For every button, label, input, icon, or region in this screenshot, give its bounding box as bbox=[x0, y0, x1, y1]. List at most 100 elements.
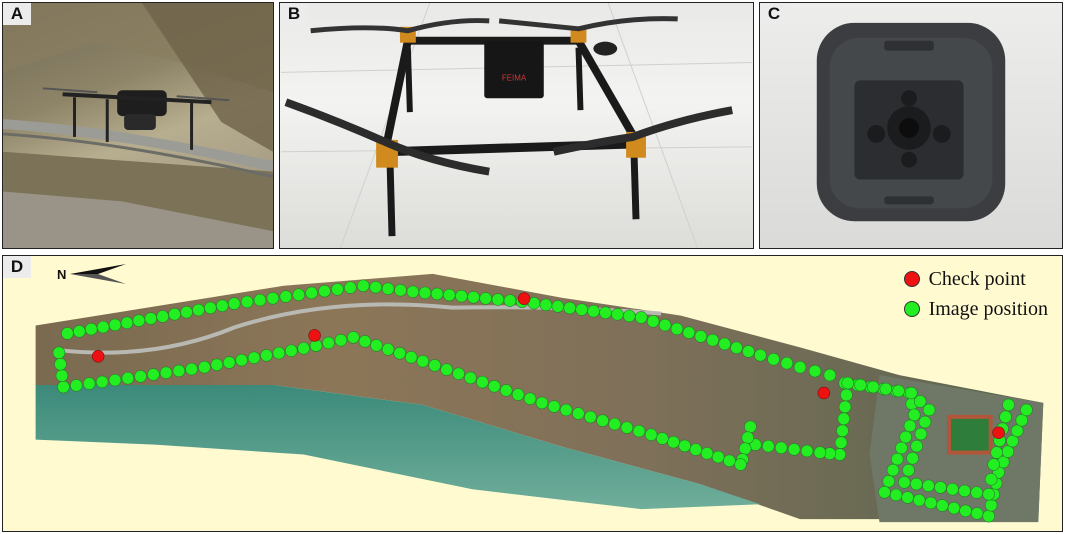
legend-item-check-point: Check point bbox=[903, 264, 1048, 294]
image-position-point bbox=[134, 370, 147, 383]
image-position-point bbox=[946, 482, 959, 496]
image-position-point bbox=[247, 351, 261, 365]
image-position-point bbox=[322, 336, 335, 350]
image-position-point bbox=[837, 412, 850, 426]
image-position-point bbox=[57, 380, 70, 394]
image-position-point bbox=[1015, 414, 1028, 427]
image-position-point bbox=[452, 367, 465, 380]
image-position-point bbox=[984, 498, 998, 512]
image-position-point bbox=[61, 327, 74, 340]
drone-brand-label: FEIMA bbox=[502, 73, 527, 82]
image-position-point bbox=[823, 368, 837, 382]
image-position-point bbox=[793, 360, 807, 374]
image-position-point bbox=[924, 496, 938, 510]
panel-a-drone-flight-photo: A bbox=[2, 2, 274, 249]
image-position-point bbox=[1010, 424, 1024, 437]
image-position-point bbox=[913, 395, 927, 408]
image-position-point bbox=[774, 441, 788, 455]
image-position-point bbox=[670, 322, 684, 336]
image-position-point bbox=[356, 279, 370, 293]
image-position-point bbox=[96, 320, 110, 334]
image-position-point bbox=[711, 450, 725, 464]
image-position-point bbox=[84, 322, 98, 336]
image-position-point bbox=[73, 325, 86, 338]
image-position-point bbox=[539, 298, 553, 312]
image-position-point bbox=[902, 463, 915, 477]
legend-item-image-position: Image position bbox=[903, 294, 1048, 324]
image-position-point bbox=[369, 281, 382, 294]
image-position-point bbox=[559, 403, 573, 417]
image-position-point bbox=[210, 358, 224, 372]
image-position-point bbox=[185, 362, 198, 376]
image-position-point bbox=[404, 351, 418, 364]
image-position-point bbox=[904, 386, 918, 400]
panel-label-c: C bbox=[760, 3, 788, 25]
drone-flight-photo bbox=[3, 3, 273, 248]
image-position-point bbox=[723, 454, 736, 468]
image-position-point bbox=[620, 421, 634, 434]
image-position-point bbox=[987, 458, 1000, 471]
image-position-point bbox=[882, 475, 895, 488]
image-position-point bbox=[575, 303, 588, 316]
image-position-point bbox=[443, 288, 456, 302]
image-position-point bbox=[879, 382, 893, 396]
image-position-point bbox=[331, 283, 344, 296]
north-arrow: N bbox=[57, 262, 128, 286]
image-position-point bbox=[878, 486, 891, 499]
panel-b-drone-photo: B FEIMA bbox=[279, 2, 754, 249]
image-position-point bbox=[646, 315, 660, 328]
image-position-point bbox=[734, 458, 747, 471]
image-position-point bbox=[416, 354, 430, 368]
image-position-point bbox=[305, 286, 318, 300]
image-position-point bbox=[551, 300, 565, 313]
image-position-point bbox=[667, 435, 680, 449]
image-position-point bbox=[903, 419, 917, 433]
image-position-point bbox=[476, 375, 489, 389]
image-position-point bbox=[292, 288, 305, 301]
north-arrow-icon bbox=[70, 264, 127, 284]
image-position-point bbox=[836, 424, 849, 437]
drone-icon bbox=[42, 87, 230, 150]
image-position-point bbox=[912, 493, 926, 507]
image-position-point bbox=[656, 432, 669, 445]
image-position-point bbox=[240, 295, 254, 309]
image-position-point bbox=[297, 342, 310, 355]
check-point-swatch bbox=[903, 271, 920, 287]
panel-c-camera-photo: C bbox=[759, 2, 1063, 249]
image-position-point bbox=[854, 378, 867, 392]
image-position-point bbox=[738, 442, 752, 455]
image-position-point bbox=[982, 509, 995, 523]
check-point-marker bbox=[91, 350, 105, 363]
image-position-point bbox=[970, 486, 983, 499]
check-point-markers bbox=[91, 292, 1005, 439]
image-position-point bbox=[1001, 445, 1015, 458]
image-position-point bbox=[156, 310, 169, 323]
image-position-point bbox=[922, 479, 935, 492]
image-position-point bbox=[584, 410, 597, 424]
image-position-point bbox=[430, 287, 444, 301]
camera-photo bbox=[816, 22, 1006, 222]
image-position-point bbox=[54, 357, 67, 371]
image-position-point bbox=[440, 363, 453, 376]
image-position-point bbox=[1002, 398, 1015, 412]
image-position-point bbox=[204, 301, 217, 315]
image-position-point bbox=[347, 331, 360, 344]
image-position-point bbox=[623, 309, 636, 323]
check-point-marker bbox=[308, 329, 321, 342]
image-position-point bbox=[168, 308, 181, 321]
image-position-point bbox=[344, 281, 357, 294]
image-position-point bbox=[70, 379, 83, 392]
image-position-point bbox=[596, 414, 609, 427]
image-position-point bbox=[700, 447, 714, 460]
image-position-point bbox=[144, 312, 158, 325]
image-position-point bbox=[198, 360, 211, 374]
image-position-point bbox=[718, 337, 731, 351]
image-position-point bbox=[762, 439, 775, 453]
image-position-point bbox=[82, 377, 96, 390]
image-position-point bbox=[800, 444, 814, 458]
image-position-point bbox=[272, 346, 286, 360]
image-position-point bbox=[898, 476, 911, 489]
image-position-point bbox=[890, 452, 904, 466]
image-position-point bbox=[503, 294, 517, 307]
image-position-point bbox=[907, 408, 921, 422]
